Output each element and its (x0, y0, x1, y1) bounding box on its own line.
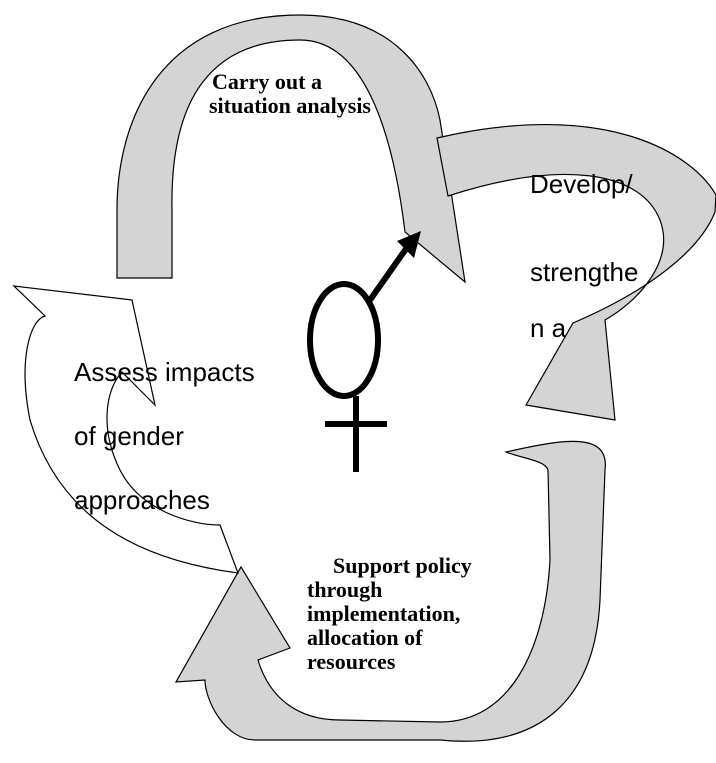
label-support-policy: Support policy through implementation, a… (307, 554, 537, 710)
label-line: allocation of (307, 625, 423, 650)
label-line: Support policy (333, 554, 472, 578)
label-line: n a (530, 313, 567, 343)
gender-symbol-icon (307, 231, 421, 472)
label-line: approaches (74, 485, 210, 515)
label-line: Assess impacts (74, 357, 255, 387)
arrow-support-policy (174, 440, 606, 742)
label-assess-impacts: Assess impacts of gender approaches (74, 342, 314, 528)
label-line: through (307, 577, 383, 602)
label-line: Carry out a (212, 69, 322, 94)
label-line: implementation, (307, 601, 461, 626)
arrow-develop-strengthen (436, 124, 716, 421)
label-line: resources (307, 649, 396, 674)
label-line: of gender (74, 421, 184, 451)
arrow-situation-analysis (116, 14, 466, 284)
label-line: situation analysis (209, 93, 371, 118)
label-line: strengthe (530, 257, 639, 287)
label-develop-strengthen: Develop/ strengthe n a (530, 154, 716, 350)
label-situation-analysis: Carry out a situation analysis (209, 70, 419, 118)
label-line: Develop/ (530, 169, 633, 199)
arrow-assess-impacts (12, 285, 239, 574)
